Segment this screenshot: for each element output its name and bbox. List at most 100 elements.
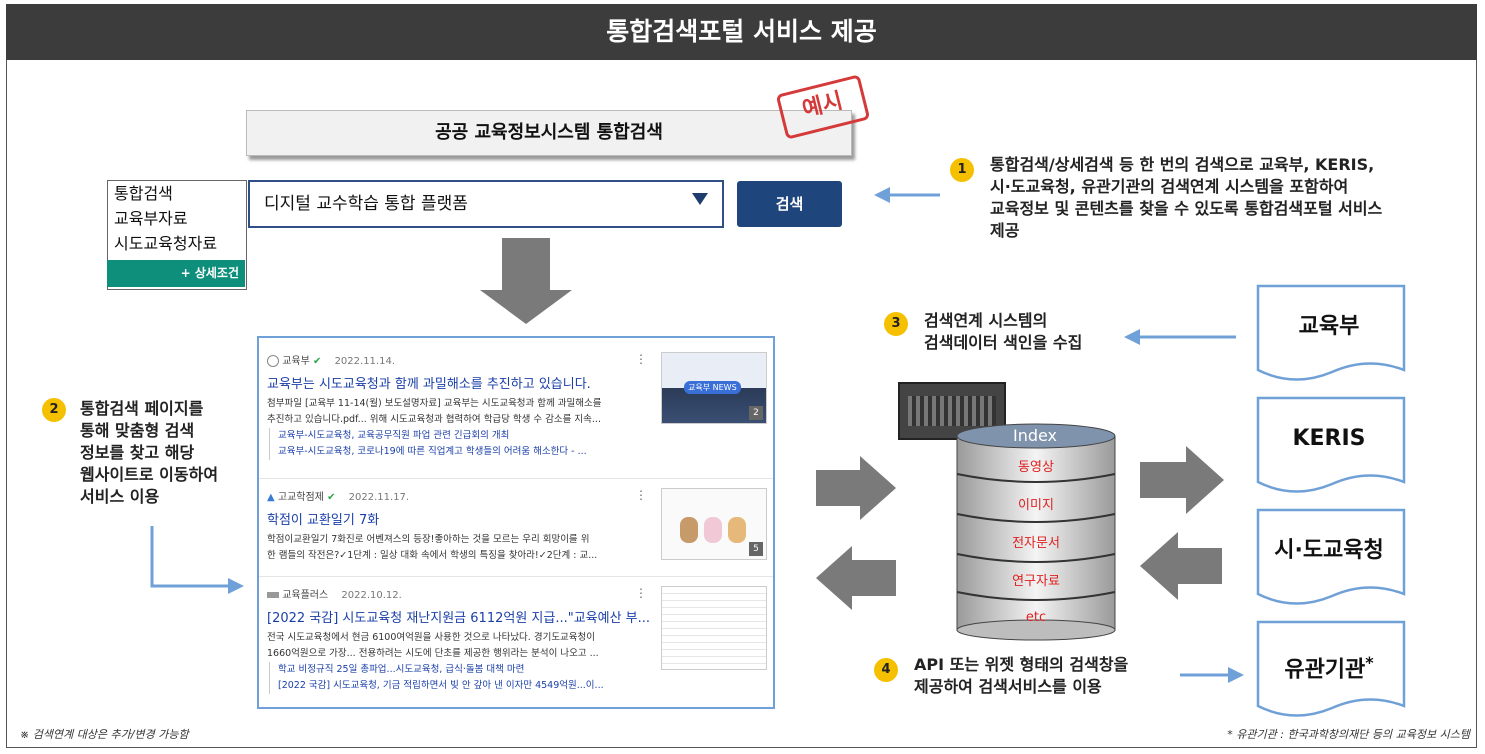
site-logo-icon xyxy=(267,355,279,367)
divider xyxy=(259,576,773,577)
document-shape-icon xyxy=(1256,284,1406,381)
verified-icon: ✔ xyxy=(312,356,322,367)
source-label: 시·도교육청 xyxy=(1274,538,1384,563)
document-shape-icon xyxy=(1256,396,1406,493)
footnote-left: ※ 검색연계 대상은 추가/변경 가능함 xyxy=(20,728,189,741)
detail-conditions-button[interactable]: + 상세조건 xyxy=(107,260,245,287)
arrow-left-icon xyxy=(1124,329,1140,345)
result-date: 2022.11.17. xyxy=(348,492,410,503)
more-options-icon[interactable]: ⋮ xyxy=(635,352,647,366)
footnote-right: * 유관기관 : 한국과학창의재단 등의 교육정보 시스템 xyxy=(1227,728,1470,741)
result-card[interactable]: 교육부 ✔ 2022.11.14. 교육부는 시도교육청과 함께 과밀해소를 추… xyxy=(267,352,767,478)
source-box-keris: KERIS xyxy=(1256,396,1406,493)
result-source: 교육플러스 2022.10.12. xyxy=(267,586,767,601)
db-layer-label: etc xyxy=(1025,610,1047,625)
result-links: 학교 비정규직 25일 총파업...시도교육청, 급식·돌봄 대책 마련 [20… xyxy=(269,662,648,694)
result-date: 2022.11.14. xyxy=(334,356,395,367)
arrow-right-icon xyxy=(1228,667,1244,683)
search-select[interactable]: 디지털 교수학습 통합 플랫폼 xyxy=(248,180,724,228)
db-layer-label: 전자문서 xyxy=(1012,536,1060,551)
search-option[interactable]: 통합검색 xyxy=(114,184,173,203)
step4-line: 제공하여 검색서비스를 이용 xyxy=(914,677,1102,696)
step2-line: 통해 맞춤형 검색 xyxy=(80,421,195,440)
down-arrow-icon xyxy=(480,238,572,324)
result-desc: 첨부파일 [교육부 11-14(월) 보도설명자료] 교육부는 시도교육청과 함… xyxy=(267,396,647,428)
step2-line: 서비스 이용 xyxy=(80,487,160,506)
step1-note: 통합검색/상세검색 등 한 번의 검색으로 교육부, KERIS, 시·도교육청… xyxy=(990,154,1465,242)
source-box-moe: 교육부 xyxy=(1256,284,1406,381)
source-label: 유관기관* xyxy=(1256,620,1402,712)
bear-character-icon xyxy=(704,517,722,543)
result-link[interactable]: 교육부-시도교육청, 코로나19에 따른 직업계고 학생들의 어려움 해소한다 … xyxy=(278,446,587,457)
db-layer-label: 이미지 xyxy=(1018,498,1054,513)
step1-line: 시·도교육청, 유관기관의 검색연계 시스템을 포함하여 xyxy=(990,177,1349,196)
document-shape-icon xyxy=(1256,620,1406,717)
step2-note: 통합검색 페이지를 통해 맞춤형 검색 정보를 찾고 해당 웹사이트로 이동하여… xyxy=(80,398,260,508)
index-label: Index xyxy=(1012,426,1058,445)
dropdown-caret-icon xyxy=(692,193,708,205)
result-thumbnail[interactable] xyxy=(661,586,767,670)
step2-line: 통합검색 페이지를 xyxy=(80,399,204,418)
server-panel xyxy=(908,396,996,426)
source-label-text: 유관기관 xyxy=(1284,657,1366,683)
result-date: 2022.10.12. xyxy=(341,590,402,601)
step2-line: 웹사이트로 이동하여 xyxy=(80,465,219,484)
result-link[interactable]: 학교 비정규직 25일 총파업...시도교육청, 급식·돌봄 대책 마련 xyxy=(278,664,525,675)
step1-line: 교육정보 및 콘텐츠를 찾을 수 있도록 통합검색포털 서비스 xyxy=(990,199,1383,218)
step-badge: 4 xyxy=(874,658,898,682)
search-results-panel: 교육부 ✔ 2022.11.14. 교육부는 시도교육청과 함께 과밀해소를 추… xyxy=(257,336,775,709)
source-label: 교육부 xyxy=(1298,314,1360,339)
step2-line: 정보를 찾고 해당 xyxy=(80,443,195,462)
step3-line: 검색연계 시스템의 xyxy=(924,311,1048,330)
db-layer-label: 연구자료 xyxy=(1012,574,1060,589)
result-link[interactable]: [2022 국감] 시도교육청, 기금 적립하면서 빚 안 갚아 낸 이자만 4… xyxy=(278,680,604,691)
step4-note: API 또는 위젯 형태의 검색창을 제공하여 검색서비스를 이용 xyxy=(914,654,1204,698)
document-shape-icon xyxy=(1256,508,1406,605)
result-title[interactable]: [2022 국감] 시도교육청 재난지원금 6112억원 지급..."교육예산 … xyxy=(267,611,651,626)
step-badge: 1 xyxy=(950,158,974,182)
step-badge: 2 xyxy=(42,398,66,422)
right-arrow-icon xyxy=(1140,446,1224,514)
result-source-name: 교육플러스 xyxy=(282,590,329,601)
arrow-left-icon xyxy=(874,187,890,203)
left-arrow-icon xyxy=(816,546,896,610)
thumbnail-count: 2 xyxy=(749,406,763,420)
result-link[interactable]: 교육부-시도교육청, 교육공무직원 파업 관련 긴급회의 개최 xyxy=(278,430,510,441)
database-cylinder-icon xyxy=(956,423,1116,641)
site-logo-icon xyxy=(267,592,279,598)
verified-icon: ✔ xyxy=(327,492,336,503)
arrow-right-icon xyxy=(228,578,244,594)
right-arrow-icon xyxy=(816,456,896,520)
step3-note: 검색연계 시스템의 검색데이터 색인을 수집 xyxy=(924,310,1154,354)
source-box-related: 유관기관* xyxy=(1256,620,1406,717)
result-card[interactable]: ▲ 고교학점제 ✔ 2022.11.17. 학점이 교환일기 7화 학점이교환일… xyxy=(267,488,767,576)
server-rack-icon xyxy=(898,382,1006,440)
result-links: 교육부-시도교육청, 교육공무직원 파업 관련 긴급회의 개최 교육부-시도교육… xyxy=(269,428,648,460)
result-desc-line: 첨부파일 [교육부 11-14(월) 보도설명자료] 교육부는 시도교육청과 함… xyxy=(267,398,602,409)
step1-line: 제공 xyxy=(990,221,1020,240)
result-desc-line: 한 램들의 작전은?✓1단계 : 일상 대화 속에서 학생의 특징을 찾아라!✓… xyxy=(267,550,598,561)
search-option[interactable]: 시도교육청자료 xyxy=(114,234,218,253)
db-layer-label: 동영상 xyxy=(1018,460,1054,475)
thumbnail-count: 5 xyxy=(749,542,763,556)
result-title[interactable]: 학점이 교환일기 7화 xyxy=(267,513,380,528)
more-options-icon[interactable]: ⋮ xyxy=(635,488,647,502)
result-desc: 학점이교환일기 7화진로 어벤져스의 등장!좋아하는 것을 모르는 우리 회망이… xyxy=(267,532,647,564)
result-source: ▲ 고교학점제 ✔ 2022.11.17. xyxy=(267,488,767,503)
result-desc-line: 1660억원으로 가장... 전용하려는 시도에 단초를 제공한 행위라는 분석… xyxy=(267,648,599,659)
result-card[interactable]: 교육플러스 2022.10.12. [2022 국감] 시도교육청 재난지원금 … xyxy=(267,586,767,706)
step3-line: 검색데이터 색인을 수집 xyxy=(924,333,1083,352)
result-thumbnail[interactable]: 교육부 NEWS 2 xyxy=(661,352,767,424)
left-arrow-icon xyxy=(1140,532,1222,600)
result-title[interactable]: 교육부는 시도교육청과 함께 과밀해소를 추진하고 있습니다. xyxy=(267,377,591,392)
search-button[interactable]: 검색 xyxy=(737,181,842,227)
result-desc: 전국 시도교육청에서 현금 6100여억원을 사용한 것으로 나타났다. 경기도… xyxy=(267,630,647,662)
result-thumbnail[interactable]: 5 xyxy=(661,488,767,560)
step4-line: API 또는 위젯 형태의 검색창을 xyxy=(914,655,1129,674)
more-options-icon[interactable]: ⋮ xyxy=(635,586,647,600)
source-box-provincial: 시·도교육청 xyxy=(1256,508,1406,605)
search-option[interactable]: 교육부자료 xyxy=(114,209,188,228)
source-label: KERIS xyxy=(1292,426,1366,451)
result-desc-line: 전국 시도교육청에서 현금 6100여억원을 사용한 것으로 나타났다. 경기도… xyxy=(267,632,596,643)
portal-title: 공공 교육정보시스템 통합검색 xyxy=(246,110,852,156)
